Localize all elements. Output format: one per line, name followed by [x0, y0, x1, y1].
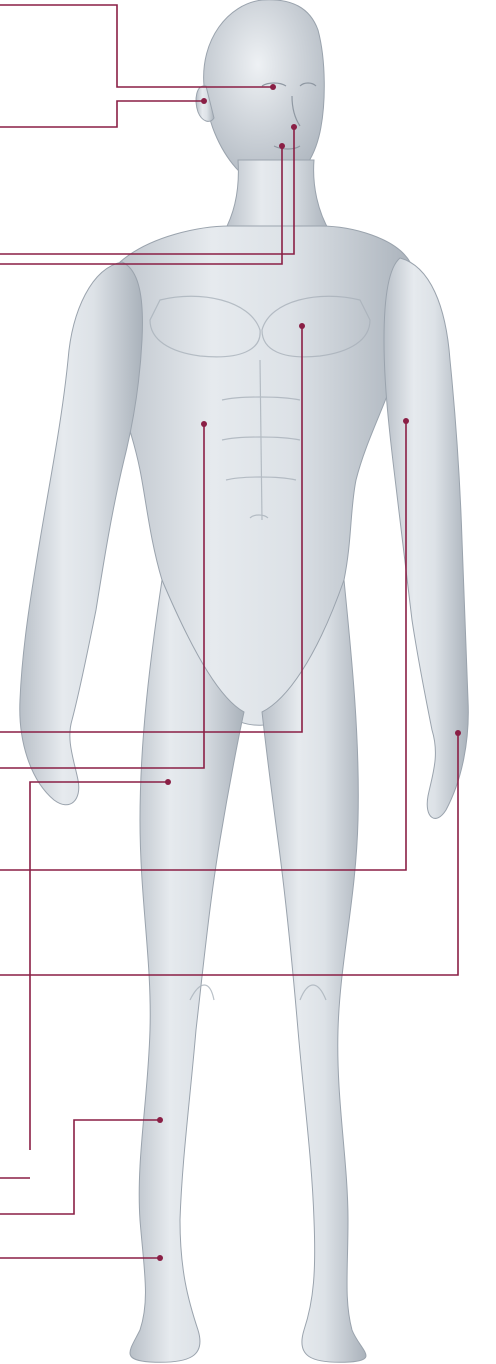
leader-knee-dot — [157, 1255, 163, 1261]
leader-knee — [0, 1255, 163, 1261]
leader-shin — [0, 1117, 163, 1214]
leader-hand-dot — [455, 730, 461, 736]
body-silhouette — [20, 0, 469, 1362]
leader-ear — [0, 98, 207, 127]
head-shape — [204, 0, 325, 185]
leader-chest-dot — [299, 323, 305, 329]
leader-forearm-dot — [403, 418, 409, 424]
torso-shape — [103, 226, 415, 725]
leader-hip-dot — [165, 779, 171, 785]
leader-mouth-dot — [279, 143, 285, 149]
leader-eye-dot — [270, 84, 276, 90]
leader-ear-dot — [201, 98, 207, 104]
leader-abdomen-dot — [201, 421, 207, 427]
left-arm-shape — [20, 262, 143, 805]
leader-shin-dot — [157, 1117, 163, 1123]
leader-ear-line — [0, 101, 204, 127]
left-leg-shape — [130, 580, 244, 1362]
leader-shin-line — [0, 1120, 160, 1214]
neck-shape — [224, 160, 330, 232]
leader-nose-dot — [291, 124, 297, 130]
